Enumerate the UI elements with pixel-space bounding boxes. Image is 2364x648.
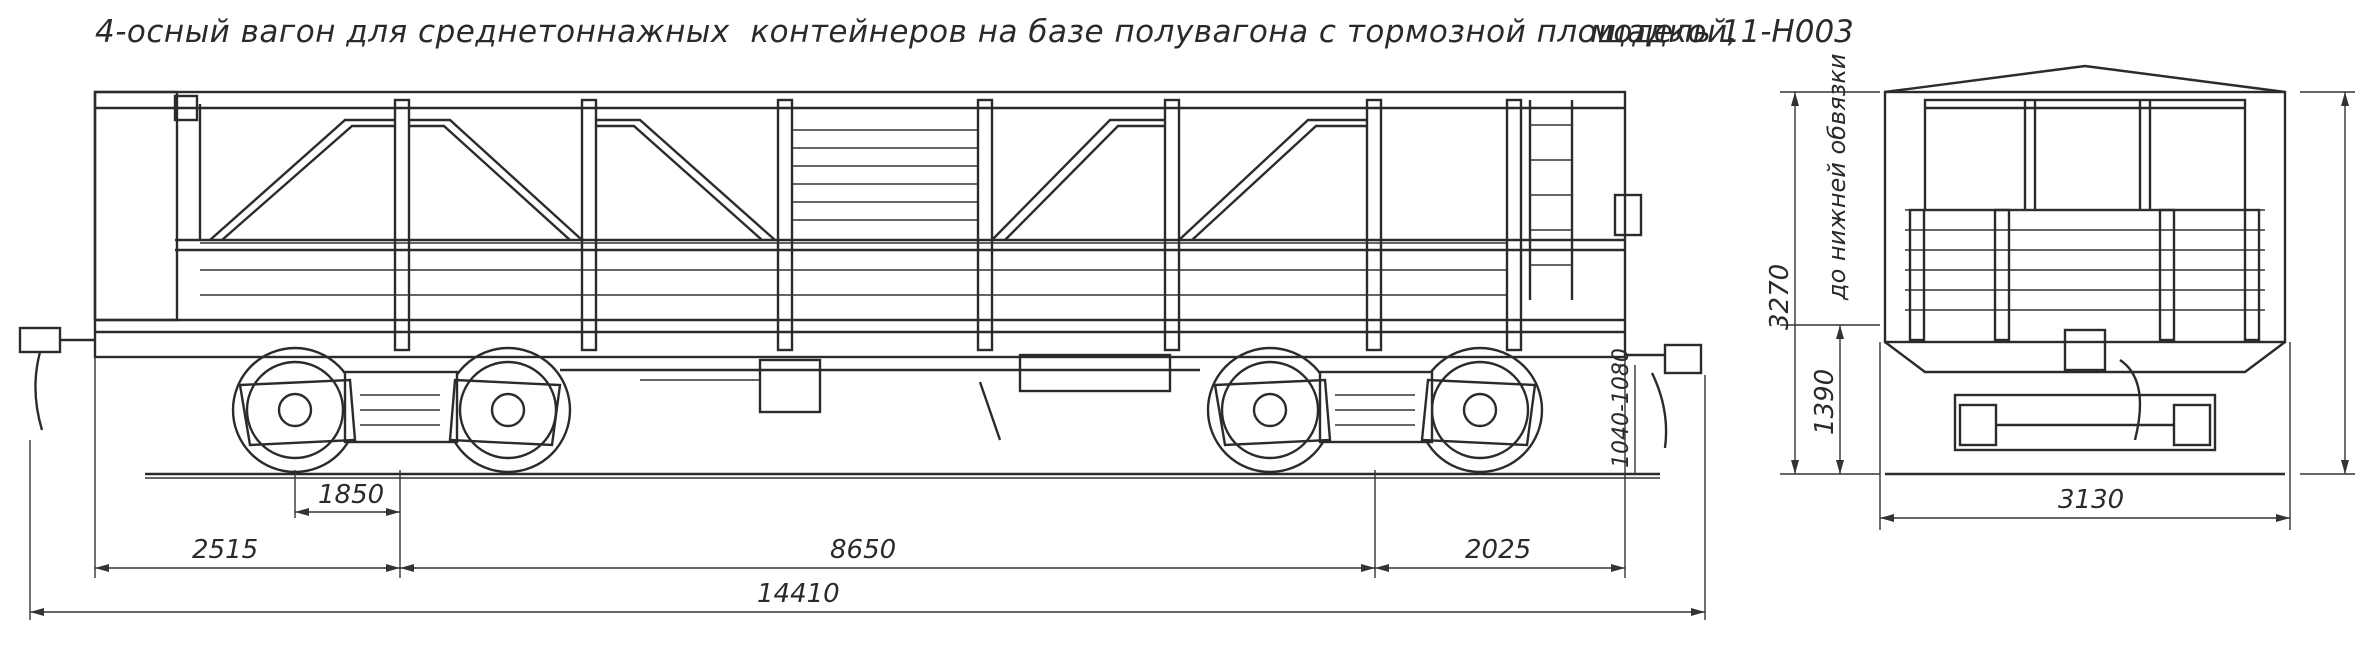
dim-total-length: 14410 bbox=[757, 579, 840, 609]
side-boards bbox=[200, 129, 1507, 296]
end-view-body bbox=[1883, 90, 2287, 344]
diagonal-braces bbox=[209, 118, 1367, 241]
right-coupler bbox=[1625, 343, 1703, 449]
left-bogie bbox=[231, 346, 572, 474]
end-view-roof-line bbox=[1884, 64, 2286, 94]
end-ladder bbox=[1528, 100, 1574, 300]
end-view-boards bbox=[1905, 208, 2265, 342]
side-view bbox=[18, 90, 1703, 479]
dim-rear-overhang: 2025 bbox=[1465, 535, 1531, 565]
height-dimensions: 3270 1390 1040-1080 до нижней обвязки bbox=[1609, 54, 1880, 475]
left-coupler bbox=[18, 326, 95, 431]
dim-height-note: до нижней обвязки bbox=[1823, 54, 1851, 301]
end-view bbox=[1883, 64, 2287, 476]
model-label: модель 11-Н003 bbox=[1590, 14, 1854, 50]
dim-front-overhang: 2515 bbox=[192, 535, 258, 565]
drawing-title: 4-осный вагон для среднетоннажных контей… bbox=[95, 14, 1738, 50]
dim-total-height: 3270 bbox=[1765, 264, 1795, 330]
brake-platform-post bbox=[93, 90, 179, 322]
brake-equipment bbox=[560, 353, 1200, 441]
car-body-outline bbox=[93, 90, 1627, 359]
dim-bogie-centers: 8650 bbox=[830, 535, 896, 565]
right-bogie bbox=[1206, 346, 1544, 474]
end-view-dimensions: 3130 bbox=[1879, 91, 2355, 530]
dim-width: 3130 bbox=[2058, 485, 2124, 515]
side-stakes bbox=[393, 98, 1523, 352]
dim-floor-height: 1390 bbox=[1810, 369, 1840, 435]
dim-bogie-base: 1850 bbox=[318, 480, 384, 510]
dim-coupler-height: 1040-1080 bbox=[1609, 348, 1634, 468]
end-view-bogie bbox=[1953, 328, 2217, 452]
side-view-dimensions: 1850 2515 8650 2025 14410 bbox=[29, 357, 1706, 620]
